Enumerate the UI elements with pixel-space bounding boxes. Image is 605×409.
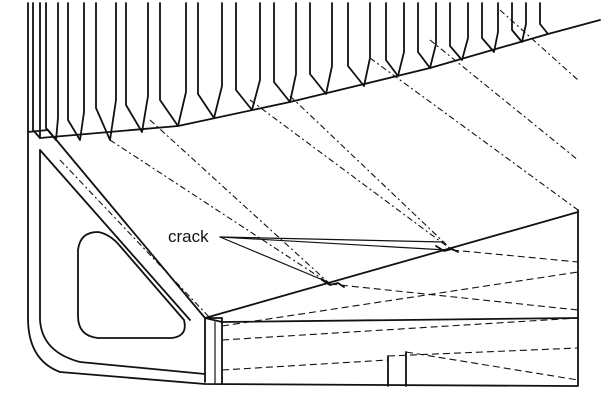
side-bracket <box>27 129 206 383</box>
hidden-structure-lines <box>59 9 579 381</box>
tank-top-plating <box>204 211 579 387</box>
longitudinal-stiffeners <box>32 2 601 141</box>
drawing-frame <box>27 2 579 387</box>
crack-marks <box>321 245 459 288</box>
crack-label: crack <box>168 227 209 246</box>
crack-leader-lines <box>219 236 447 284</box>
